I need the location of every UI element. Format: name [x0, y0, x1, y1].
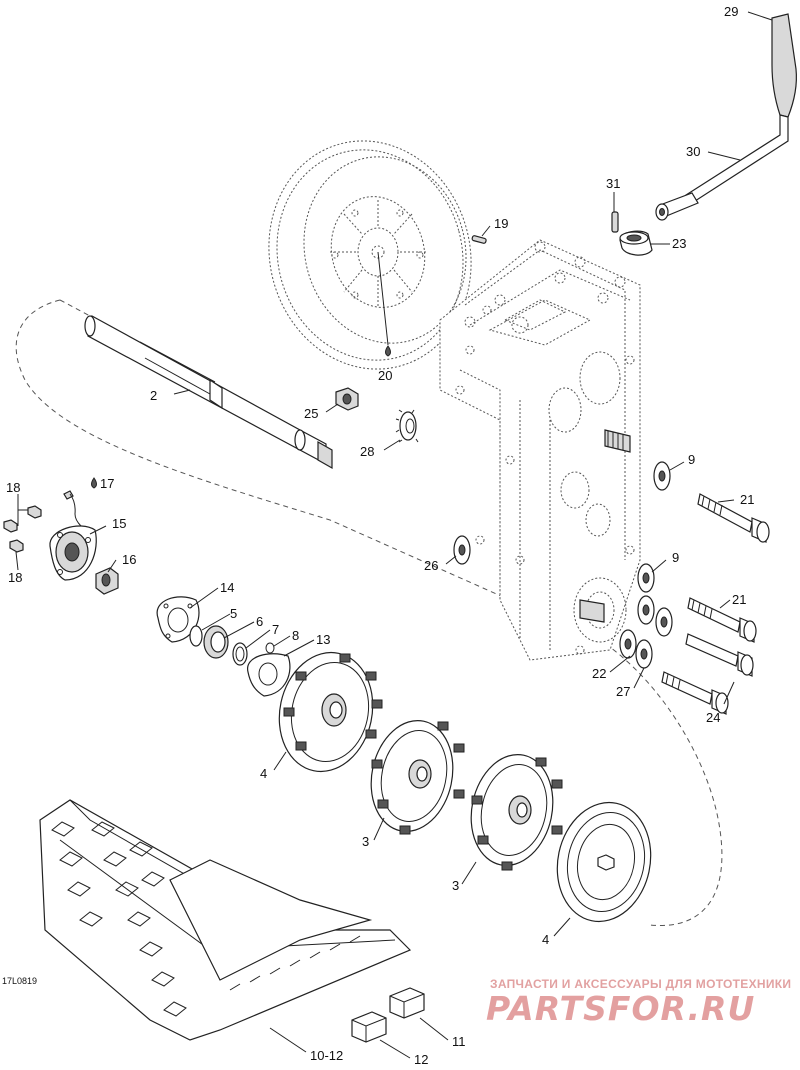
callout-2: 2	[150, 388, 157, 403]
pin-19	[471, 235, 487, 244]
callout-7: 7	[272, 622, 279, 637]
callout-labels: 29 30 31 19 23 20 2 25 28 9 17 18 15 21 …	[6, 4, 754, 1067]
track-outline	[15, 299, 723, 927]
callout-27: 27	[616, 684, 630, 699]
oil-fitting-17	[63, 477, 97, 527]
bearing-16	[95, 567, 119, 595]
callout-15: 15	[112, 516, 126, 531]
callout-22: 22	[592, 666, 606, 681]
callout-3-middle: 3	[362, 834, 369, 849]
clip-11	[389, 987, 425, 1019]
washer-22	[619, 595, 673, 659]
nut-18-lower	[9, 539, 24, 553]
diagram-code: 17L0819	[2, 976, 37, 986]
callout-4-left: 4	[260, 766, 267, 781]
callout-11: 11	[452, 1034, 466, 1049]
bolt-21-third	[685, 633, 754, 677]
callout-30: 30	[686, 144, 700, 159]
callout-21-lower: 21	[732, 592, 746, 607]
seal-7	[232, 642, 248, 666]
bearing-flange-15	[49, 525, 97, 581]
washer-27	[635, 639, 653, 669]
nut-18-upper	[3, 505, 42, 533]
callout-23: 23	[672, 236, 686, 251]
drive-pulley-ghost	[268, 140, 472, 370]
callout-14: 14	[220, 580, 234, 595]
bolt-24	[661, 671, 729, 715]
track-belt	[39, 799, 412, 1041]
callout-6: 6	[256, 614, 263, 629]
callout-17: 17	[100, 476, 114, 491]
callout-25: 25	[304, 406, 318, 421]
callout-12: 12	[414, 1052, 428, 1067]
callout-3-right: 3	[452, 878, 459, 893]
watermark-logo: PARTSFOR.RU	[486, 989, 755, 1028]
callout-19: 19	[494, 216, 508, 231]
callout-9-upper: 9	[688, 452, 695, 467]
crank-handle	[611, 13, 797, 256]
callout-16: 16	[122, 552, 136, 567]
leader-lines	[15, 11, 773, 1059]
washer-9-lower	[637, 563, 655, 593]
callout-18-upper: 18	[6, 480, 20, 495]
callout-31: 31	[606, 176, 620, 191]
gear-28	[395, 409, 419, 443]
sprocket-4-right	[556, 801, 652, 923]
callout-20: 20	[378, 368, 392, 383]
plate-13	[247, 653, 291, 697]
bolt-21-upper	[697, 493, 770, 543]
callout-29: 29	[724, 4, 738, 19]
callout-9-lower: 9	[672, 550, 679, 565]
callout-8: 8	[292, 628, 299, 643]
sprocket-4-left	[278, 651, 383, 773]
oring-8	[265, 642, 275, 654]
callout-24: 24	[706, 710, 720, 725]
bolt-21-lower	[687, 597, 757, 643]
ring-5	[189, 625, 203, 647]
bearing-6	[203, 625, 229, 659]
callout-4-right: 4	[542, 932, 549, 947]
callout-5: 5	[230, 606, 237, 621]
watermark-tagline: ЗАПЧАСТИ И АКСЕССУАРЫ ДЛЯ МОТОТЕХНИКИ	[490, 977, 791, 991]
clip-12	[351, 1011, 387, 1043]
nut-25	[335, 387, 359, 411]
callout-26: 26	[424, 558, 438, 573]
washer-9-upper	[653, 461, 671, 491]
chaincase-housing	[439, 239, 641, 661]
callout-21-upper: 21	[740, 492, 754, 507]
sprocket-3-right	[470, 753, 563, 871]
washer-26	[453, 535, 471, 565]
callout-13: 13	[316, 632, 330, 647]
drive-shaft	[84, 315, 333, 470]
callout-28: 28	[360, 444, 374, 459]
callout-10-12: 10-12	[310, 1048, 343, 1063]
callout-18-lower: 18	[8, 570, 22, 585]
watermark: ЗАПЧАСТИ И АКСЕССУАРЫ ДЛЯ МОТОТЕХНИКИ PA…	[486, 977, 791, 1028]
sprocket-3-middle	[370, 719, 465, 835]
